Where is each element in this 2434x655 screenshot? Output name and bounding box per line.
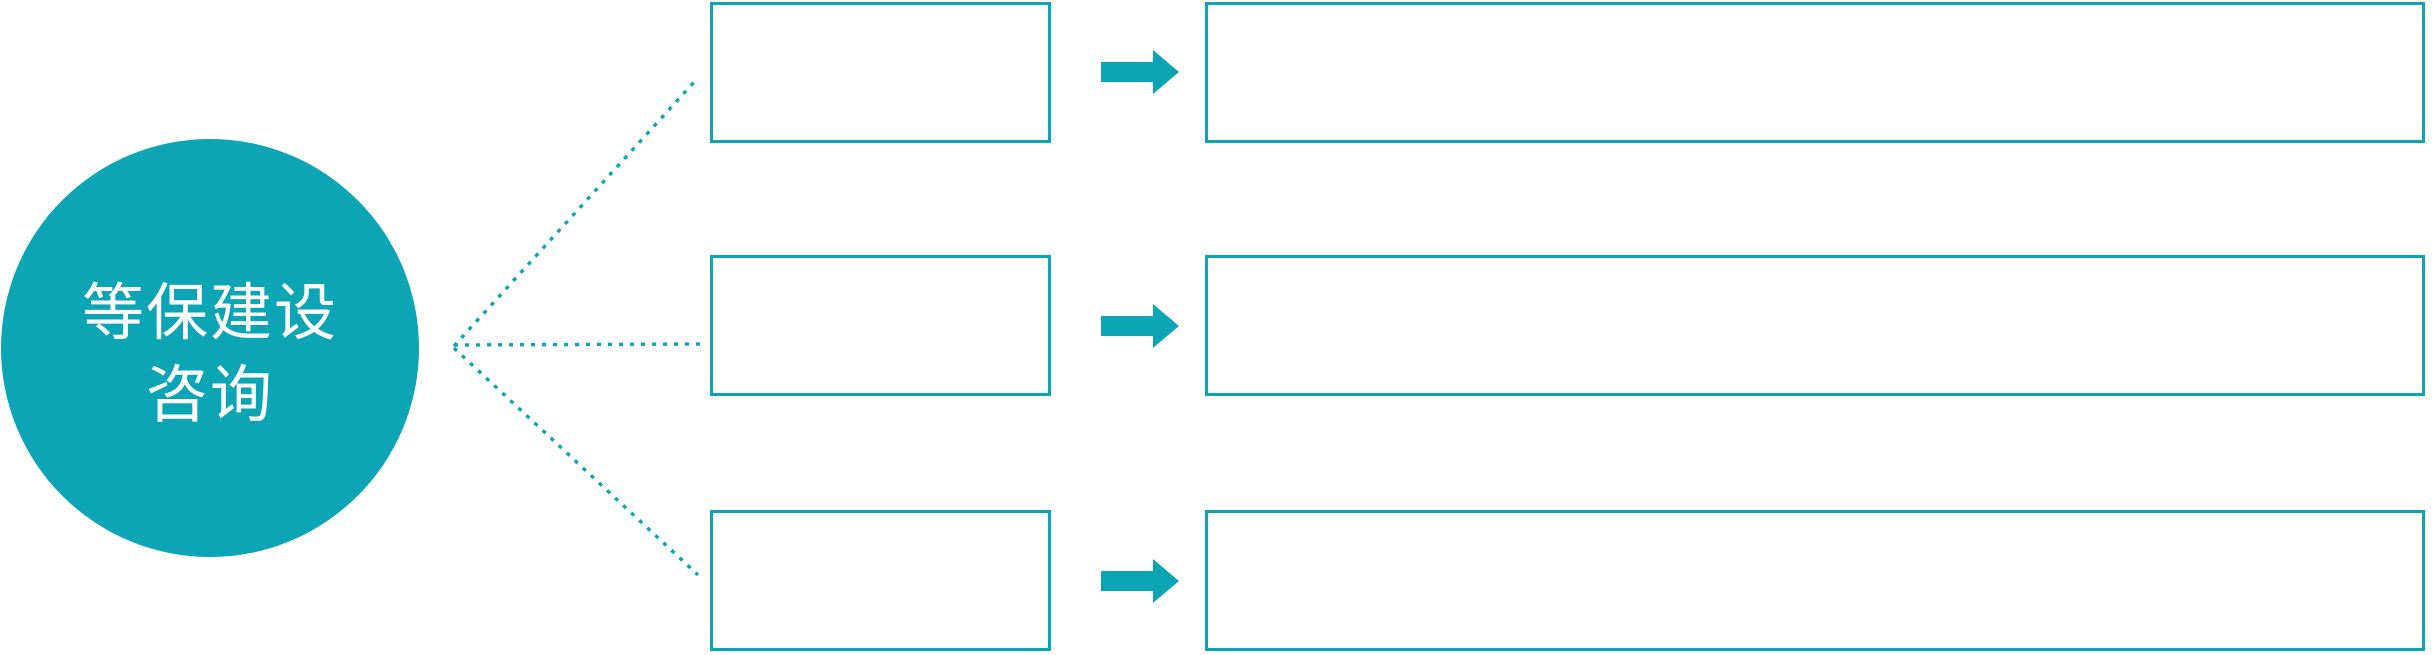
- branch-source-box-2: [710, 255, 1051, 396]
- branch-source-box-1: [710, 2, 1051, 143]
- dotted-connector-top: [452, 78, 698, 348]
- branch-target-box-2: [1205, 255, 2425, 396]
- right-arrow-icon-3: [1101, 559, 1179, 603]
- root-node-label-line2: 咨询: [145, 361, 274, 430]
- dotted-connector-bottom: [452, 346, 700, 577]
- branch-target-box-3: [1205, 510, 2425, 651]
- right-arrow-icon-2: [1101, 304, 1179, 348]
- root-node-label: 等保建设 咨询: [82, 273, 338, 437]
- right-arrow-shape: [1101, 50, 1179, 94]
- right-arrow-icon-1: [1101, 50, 1179, 94]
- dotted-connector-middle: [453, 342, 705, 347]
- root-node-circle: 等保建设 咨询: [1, 139, 419, 557]
- branch-source-box-3: [710, 510, 1051, 651]
- right-arrow-shape: [1101, 304, 1179, 348]
- root-node-label-line1: 等保建设: [81, 279, 338, 349]
- right-arrow-shape: [1101, 559, 1179, 603]
- branch-target-box-1: [1205, 2, 2425, 143]
